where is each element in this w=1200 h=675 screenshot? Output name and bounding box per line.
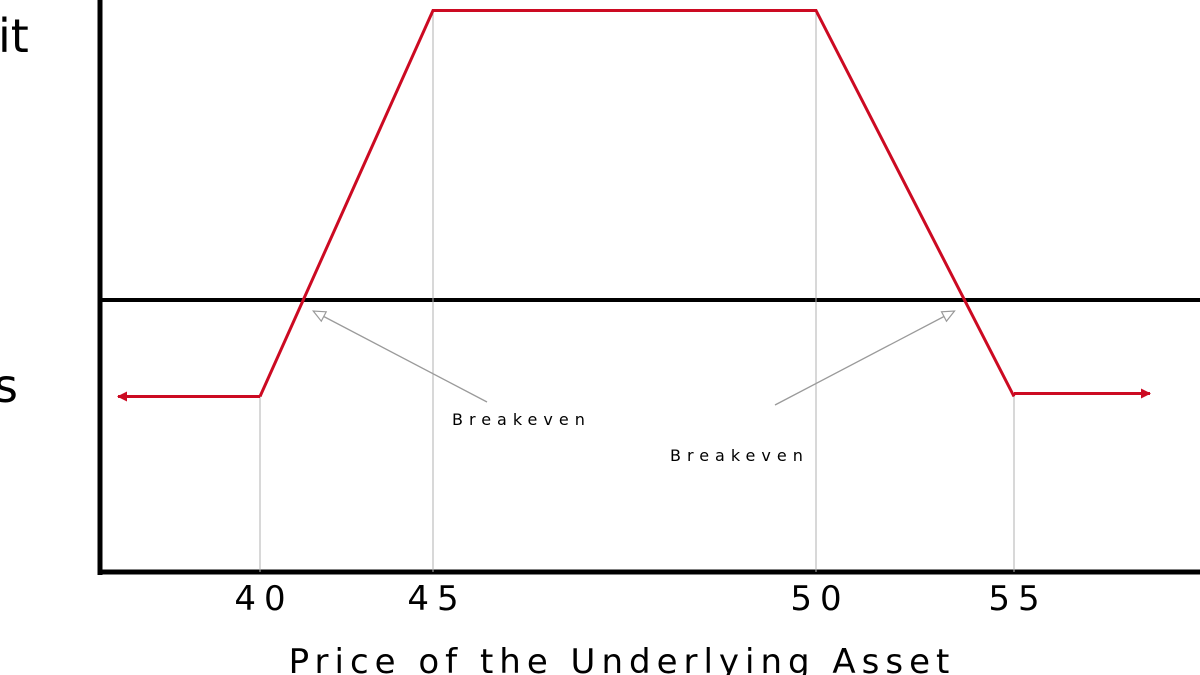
x-tick-label: 50	[790, 579, 849, 619]
breakeven-label-right: Breakeven	[670, 446, 809, 465]
breakeven-label-left: Breakeven	[452, 410, 591, 429]
breakeven-arrow-head	[940, 310, 956, 323]
x-tick-label: 45	[407, 579, 466, 619]
breakeven-arrows	[311, 310, 956, 406]
payoff-line	[258, 9, 1016, 398]
strike-guides	[259, 10, 1015, 572]
breakeven-arrow-line	[312, 310, 488, 403]
breakeven-arrow-line	[774, 310, 955, 406]
x-tick-label: 55	[988, 579, 1047, 619]
breakeven-arrow-head	[311, 310, 328, 323]
y-label-bottom: s	[0, 359, 18, 413]
x-tick-label: 40	[234, 579, 293, 619]
x-axis-label: Price of the Underlying Asset	[289, 642, 956, 675]
y-label-top: it	[0, 9, 29, 63]
